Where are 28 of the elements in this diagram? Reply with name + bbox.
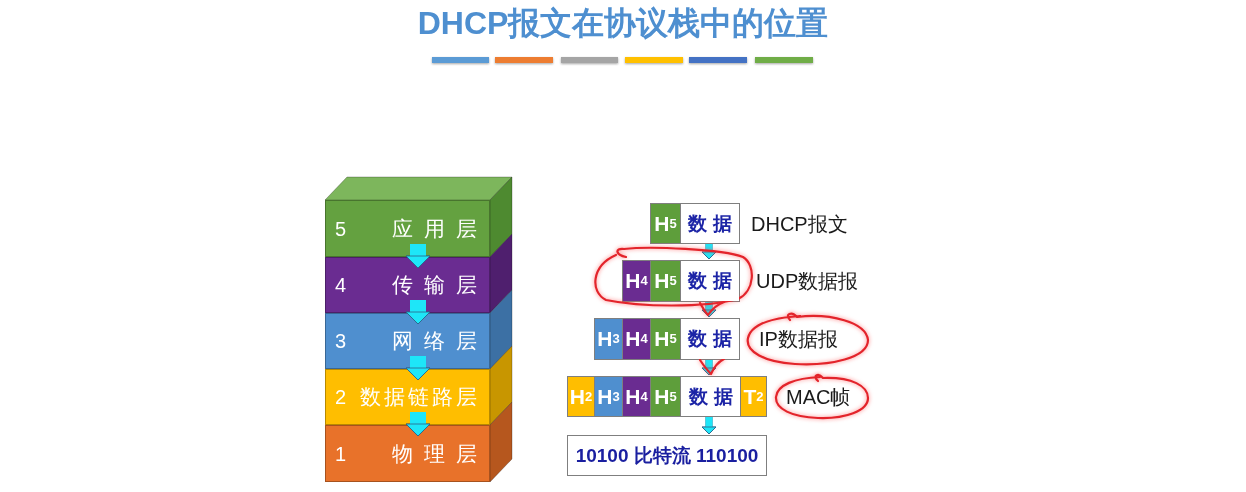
- layer-number: 1: [335, 441, 347, 467]
- layer-box: [325, 425, 490, 482]
- packet-label: DHCP报文: [751, 211, 848, 236]
- arrow: [405, 300, 431, 325]
- layer-box: [325, 257, 490, 313]
- layer-name: 物理层: [392, 440, 488, 467]
- layer-number: 4: [335, 273, 347, 298]
- layer-name: 应用层: [392, 215, 488, 242]
- layer-number: 5: [335, 216, 347, 242]
- layer-name: 网络层: [392, 328, 488, 354]
- bitstream-box: 10100 比特流 110100: [567, 435, 767, 476]
- data-cell: 数据: [680, 261, 739, 301]
- arrow: [405, 412, 431, 437]
- arrow: [701, 244, 717, 260]
- arrow: [405, 356, 431, 381]
- layer-name: 数据链路层: [360, 384, 480, 410]
- packet-label: IP数据报: [759, 327, 838, 351]
- title: DHCP报文在协议栈中的位置: [417, 4, 829, 43]
- arrow: [701, 417, 717, 435]
- arrow: [405, 244, 431, 269]
- packet-label: UDP数据报: [756, 269, 859, 293]
- packet-label: MAC帧: [786, 384, 851, 409]
- layer-number: 2: [335, 385, 347, 410]
- layer-box: [325, 200, 490, 257]
- layer-number: 3: [335, 329, 347, 354]
- layer-box: [325, 369, 490, 425]
- layer-box: [325, 313, 490, 369]
- layer-name: 传输层: [392, 272, 488, 298]
